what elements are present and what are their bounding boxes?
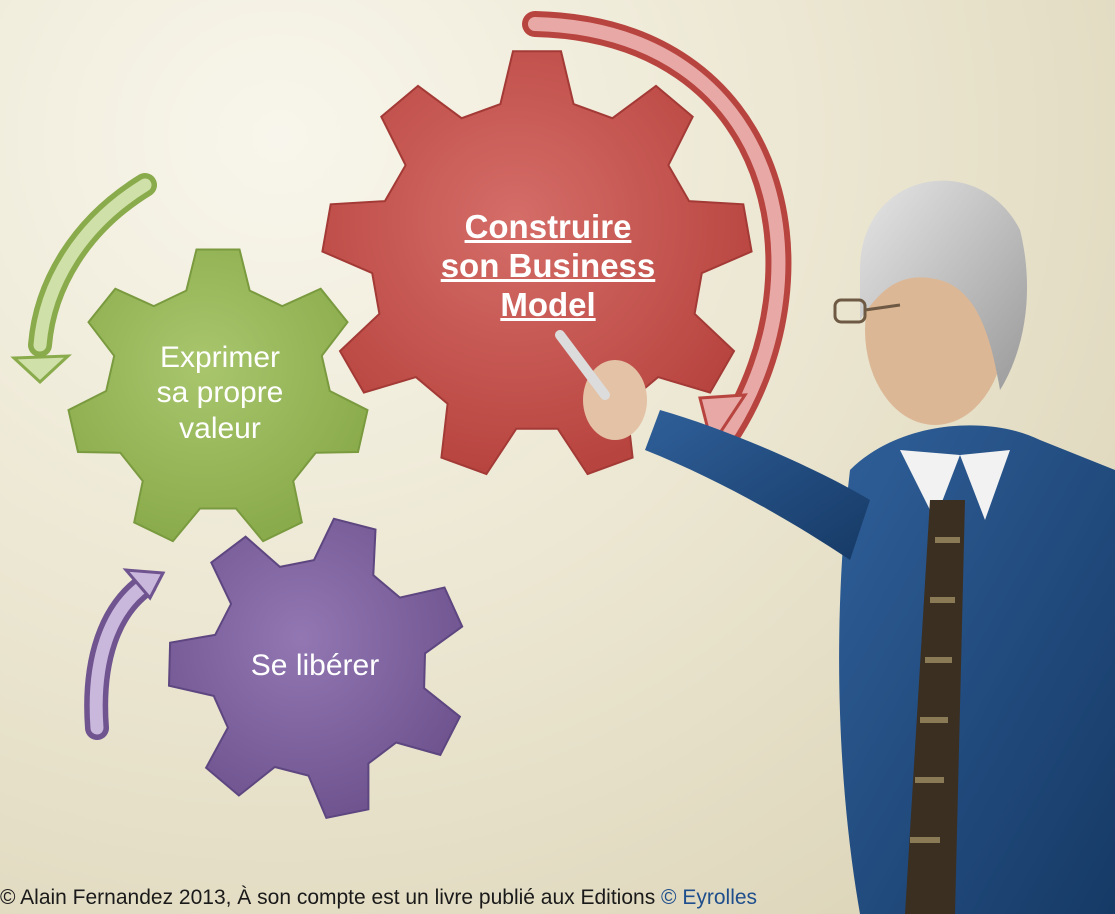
gear-label-line: Model — [500, 285, 596, 323]
gear-label-line: Exprimer — [159, 341, 280, 374]
gear-label-express: Exprimer sa propre valeur — [110, 340, 330, 446]
cycle-arrow-purple — [84, 568, 166, 740]
gear-label-line: Construire — [464, 208, 632, 245]
cycle-arrow-green — [10, 173, 157, 385]
gear-build-business-model — [321, 50, 753, 476]
gear-label-free: Se libérer — [205, 648, 425, 683]
gear-label-line: son Business — [440, 246, 656, 284]
footer-text: © Alain Fernandez 2013, À son compte est… — [0, 886, 656, 909]
gear-express-own-value — [67, 248, 369, 543]
copyright-footer: © Alain Fernandez 2013, À son compte est… — [0, 886, 1115, 914]
gear-label-build[interactable]: Construire son Business Model — [398, 208, 698, 325]
gear-label-line: sa propre — [156, 376, 284, 410]
gear-free-yourself — [167, 517, 464, 819]
gear-label-line: Se libérer — [250, 649, 380, 682]
gear-label-line: valeur — [179, 411, 261, 445]
footer-publisher: © Eyrolles — [655, 886, 758, 909]
presenter-figure — [555, 180, 1115, 914]
